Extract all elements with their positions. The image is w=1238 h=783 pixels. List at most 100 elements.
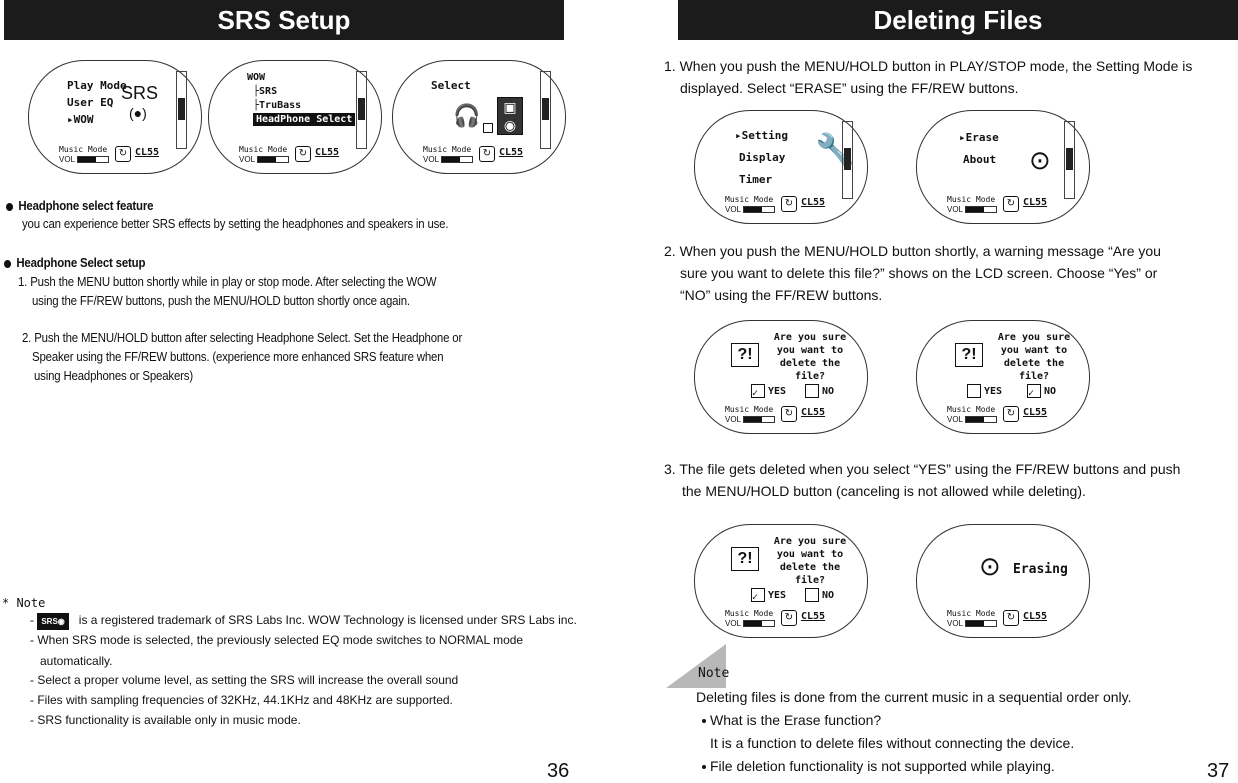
deleting-files-title: Deleting Files [678,0,1238,40]
setup-step-2b: Speaker using the FF/REW buttons. (exper… [32,349,444,364]
cl-indicator: CL55 [1023,407,1048,418]
checked-icon: ✓ [1027,384,1041,399]
step-1a: 1. When you push the MENU/HOLD button in… [664,58,1193,74]
srs-dot-icon: (●) [129,105,147,121]
note-music-mode: - SRS functionality is available only in… [30,713,301,727]
note-label-left: * Note [2,596,46,610]
music-mode-label: Music Mode [947,609,996,618]
no-option: NO [805,587,834,604]
repeat-icon: ↻ [781,610,797,626]
setup-step-2a: 2. Push the MENU/HOLD button after selec… [22,330,463,345]
setup-heading: Headphone Select setup [4,254,145,271]
checkbox-icon [967,384,981,398]
note-corner-icon [666,644,726,688]
note-sequential: Deleting files is done from the current … [696,689,1132,705]
step-3a: 3. The file gets deleted when you select… [664,461,1181,477]
srs-setup-title: SRS Setup [4,0,564,40]
music-mode-label: Music Mode [947,405,996,414]
note-playing: File deletion functionality is not suppo… [702,757,1055,776]
srs-badge: SRS [121,83,159,103]
lcd-line-select: Select [431,79,471,92]
repeat-icon: ↻ [781,196,797,212]
lcd-line-user-eq: User EQ [67,96,114,109]
note-erase-answer: It is a function to delete files without… [710,735,1075,751]
step-1b: displayed. Select “ERASE” using the FF/R… [680,80,1019,96]
lcd-line-wow: WOW [247,72,266,83]
step-2b: sure you want to delete this file?” show… [680,265,1158,281]
scrollbar [176,71,187,149]
repeat-icon: ↻ [115,146,131,162]
volume-indicator: VOL [947,415,998,424]
checked-icon: ✓ [751,588,765,603]
step-3b: the MENU/HOLD button (canceling is not a… [682,483,1086,499]
repeat-icon: ↻ [781,406,797,422]
cl-indicator: CL55 [801,611,826,622]
speaker-icon: ▣◉ [497,97,523,135]
feature-heading: Headphone select feature [6,197,154,214]
cl-indicator: CL55 [135,147,160,158]
repeat-icon: ↻ [295,146,311,162]
music-mode-label: Music Mode [947,195,996,204]
volume-indicator: VOL [725,619,776,628]
lcd-line-play-mode: Play Mode [67,79,127,92]
note-automatically: automatically. [40,654,113,668]
page-number-right: 37 [1207,760,1230,782]
checked-icon: ✓ [751,384,765,399]
warning-icon: ?! [731,547,759,571]
scrollbar [1064,121,1075,199]
lcd-line-headphone-select: HeadPhone Select [253,113,356,126]
lcd-erasing: ⊙ Erasing Music Mode VOL ↻ CL55 [916,524,1090,638]
repeat-icon: ↻ [1003,610,1019,626]
note-erase-question: What is the Erase function? [702,711,881,730]
lcd-wow-menu: WOW ├SRS ├TruBass HeadPhone Select Music… [208,60,382,174]
erasing-status: Erasing [1013,562,1068,577]
volume-indicator: VOL [423,155,474,164]
setup-step-1a: 1. Push the MENU button shortly while in… [18,274,437,289]
setup-step-2c: using Headphones or Speakers) [34,368,193,383]
yes-option: YES [967,383,1002,400]
lcd-line-trubass: ├TruBass [253,100,302,111]
repeat-icon: ↻ [479,146,495,162]
cl-indicator: CL55 [315,147,340,158]
volume-indicator: VOL [947,619,998,628]
lcd-setting-menu: ▸Setting Display Timer 🔧 Music Mode VOL … [694,110,868,224]
cl-indicator: CL55 [1023,197,1048,208]
lcd-erase-menu: ▸Erase About ⊙ Music Mode VOL ↻ CL55 [916,110,1090,224]
lcd-headphone-select: Select 🎧 ▣◉ Music Mode VOL ↻ CL55 [392,60,566,174]
eraser-icon: ⊙ [1029,145,1051,175]
volume-indicator: VOL [59,155,110,164]
lcd-line-erase: ▸Erase [959,131,999,144]
page-number-left: 36 [547,760,570,782]
eraser-icon: ⊙ [979,551,1001,581]
bullet-icon [6,202,14,211]
lcd-line-wow: ▸WOW [67,113,94,126]
music-mode-label: Music Mode [59,145,108,154]
music-mode-label: Music Mode [725,405,774,414]
note-label-right: Note [698,666,730,681]
no-option: ✓NO [1027,384,1057,399]
volume-indicator: VOL [947,205,998,214]
srs-wow-logo-icon: SRS◉ [37,613,69,630]
cl-indicator: CL55 [1023,611,1048,622]
lcd-line-setting: ▸Setting [735,129,788,142]
cl-indicator: CL55 [499,147,524,158]
volume-indicator: VOL [725,415,776,424]
checkbox-icon [483,123,493,133]
scrollbar [356,71,367,149]
lcd-line-srs: ├SRS [253,86,278,97]
scrollbar [842,121,853,199]
step-2c: “NO” using the FF/REW buttons. [680,287,883,303]
scrollbar [540,71,551,149]
yes-option: ✓YES [751,384,787,399]
feature-body: you can experience better SRS effects by… [22,216,449,231]
warning-icon: ?! [731,343,759,367]
note-trademark: - SRS◉ is a registered trademark of SRS … [30,613,577,630]
repeat-icon: ↻ [1003,196,1019,212]
cl-indicator: CL55 [801,407,826,418]
step-2a: 2. When you push the MENU/HOLD button sh… [664,243,1161,259]
lcd-line-about: About [963,153,997,166]
